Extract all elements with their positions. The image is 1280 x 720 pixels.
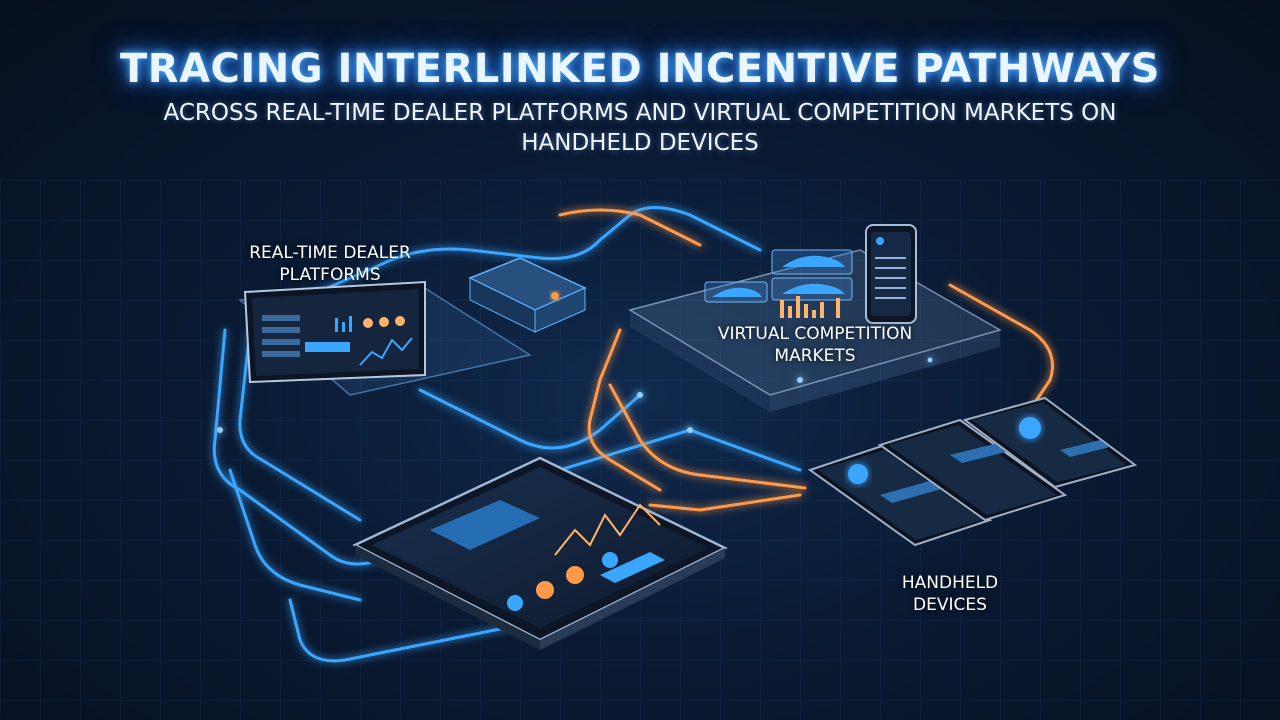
server-block <box>470 258 585 332</box>
tablet-device <box>355 458 725 650</box>
market-phone <box>866 225 916 323</box>
dealer-platforms-label: REAL-TIME DEALER PLATFORMS <box>230 242 430 286</box>
page-title: TRACING INTERLINKED INCENTIVE PATHWAYS <box>0 46 1280 92</box>
orange-path-low <box>650 495 800 510</box>
page-subtitle: ACROSS REAL-TIME DEALER PLATFORMS AND VI… <box>140 98 1140 158</box>
dealer-dashboard-monitor <box>245 282 425 382</box>
blue-path-left <box>230 470 360 600</box>
handheld-devices-label: HANDHELD DEVICES <box>895 572 1005 616</box>
handheld-phones <box>810 398 1135 545</box>
blue-path-mid <box>420 390 640 448</box>
virtual-markets-label: VIRTUAL COMPETITION MARKETS <box>700 323 930 367</box>
